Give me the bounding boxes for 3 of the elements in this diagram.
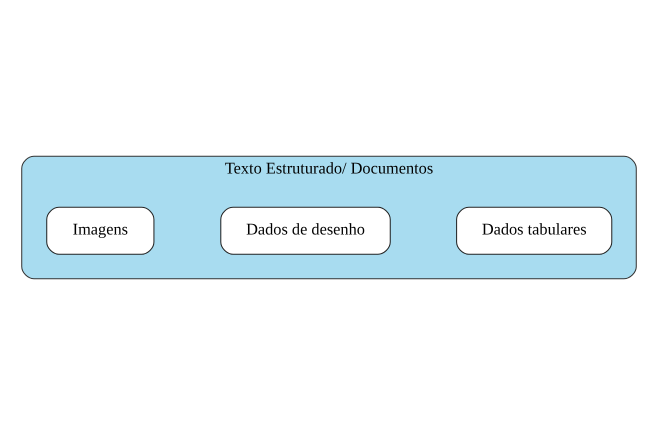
node-box: Dados tabulares	[456, 206, 612, 255]
node-box: Imagens	[46, 206, 154, 255]
node-box: Dados de desenho	[220, 206, 391, 255]
